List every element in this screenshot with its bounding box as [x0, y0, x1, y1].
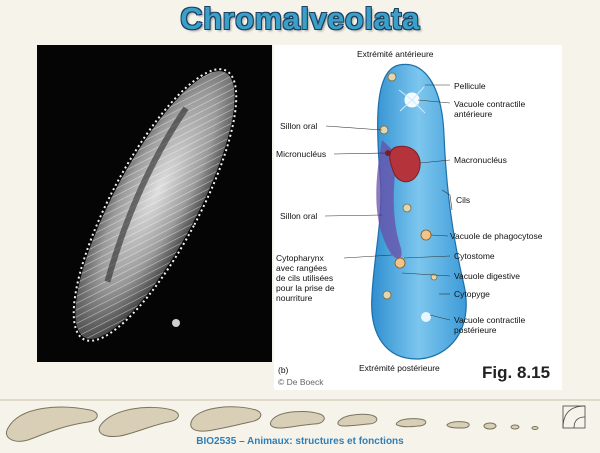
label-posterior-contractile-vacuole: Vacuole contractile postérieure — [454, 315, 525, 335]
slide-title: Chromalveolata — [0, 1, 600, 37]
micrograph-image — [37, 45, 272, 362]
panel-letter: (b) — [278, 365, 288, 375]
label-cilia: Cils — [456, 195, 470, 205]
label-cytostome: Cytostome — [454, 251, 495, 261]
label-macronucleus: Macronucléus — [454, 155, 507, 165]
label-phagocytosis-vacuole: Vacuole de phagocytose — [450, 231, 542, 241]
figure-caption: Fig. 8.15 — [482, 363, 550, 383]
paramecium-micrograph-icon — [37, 45, 272, 362]
label-digestive-vacuole: Vacuole digestive — [454, 271, 520, 281]
label-cytopharynx: Cytopharynx avec rangées de cils utilisé… — [276, 253, 335, 303]
label-pellicule: Pellicule — [454, 81, 486, 91]
title-bar: Chromalveolata — [0, 0, 600, 40]
label-oral-groove-1: Sillon oral — [280, 121, 317, 131]
label-oral-groove-2: Sillon oral — [280, 211, 317, 221]
label-anterior-end: Extrémité antérieure — [357, 49, 434, 59]
paramecium-diagram: Extrémité antérieure Pellicule Vacuole c… — [274, 45, 562, 390]
label-micronucleus: Micronucléus — [276, 149, 326, 159]
label-posterior-end: Extrémité postérieure — [359, 363, 440, 373]
credit-text: © De Boeck — [278, 377, 323, 387]
label-anterior-contractile-vacuole: Vacuole contractile antérieure — [454, 99, 525, 119]
footer-course-title: BIO2535 – Animaux: structures et fonctio… — [0, 436, 600, 447]
label-cytopyge: Cytopyge — [454, 289, 490, 299]
